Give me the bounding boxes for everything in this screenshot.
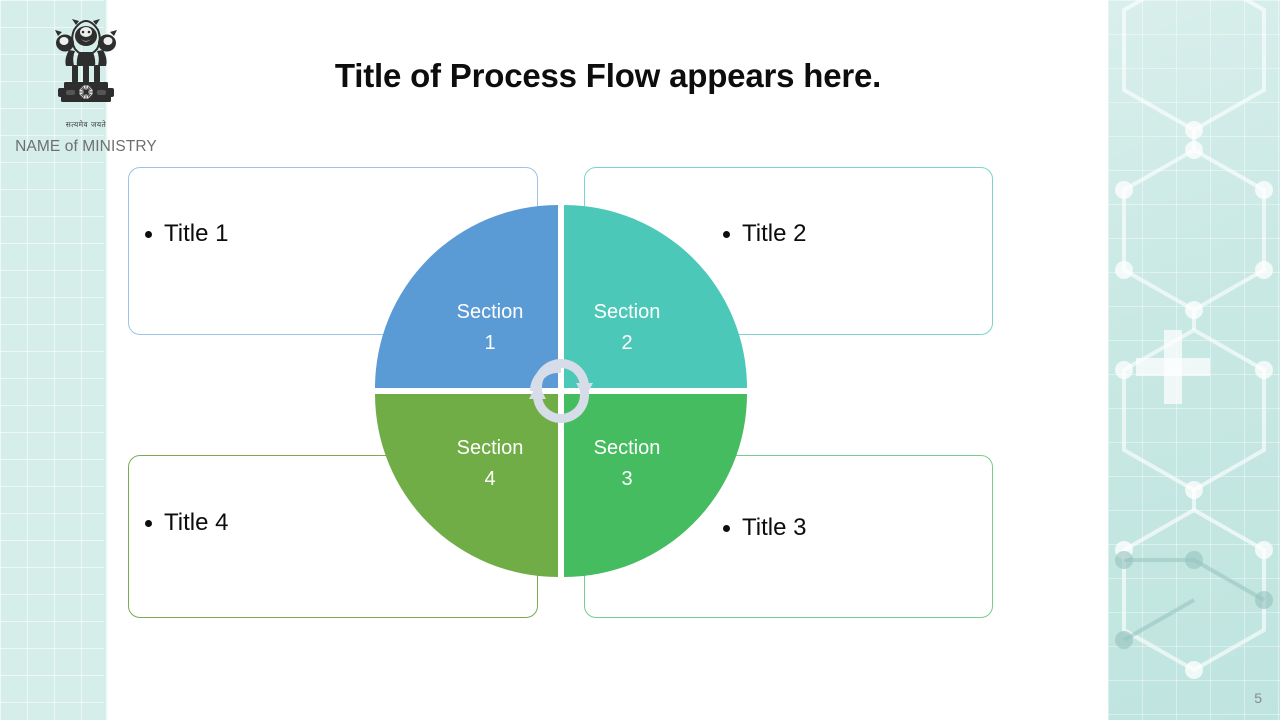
wheel-quadrant-2[interactable] bbox=[564, 205, 747, 388]
callout-bullet-row-4: Title 4 bbox=[145, 509, 228, 537]
cycle-refresh-icon bbox=[529, 359, 593, 423]
wheel-quadrant-4[interactable] bbox=[375, 394, 558, 577]
callout-label-4: Title 4 bbox=[164, 509, 229, 536]
emblem-motto: सत्यमेव जयते bbox=[65, 120, 107, 129]
bullet-dot-icon bbox=[723, 230, 730, 238]
ministry-branding: सत्यमेव जयते NAME of MINISTRY bbox=[0, 10, 172, 156]
medical-cross-icon bbox=[1136, 330, 1210, 404]
hexagon-network-pattern bbox=[1115, 0, 1273, 679]
callout-label-3: Title 3 bbox=[742, 514, 807, 541]
wheel-quadrant-3[interactable] bbox=[564, 394, 747, 577]
right-decorative-panel bbox=[1108, 0, 1280, 720]
callout-label-1: Title 1 bbox=[164, 220, 229, 247]
wheel-quadrant-1[interactable] bbox=[375, 205, 558, 388]
bullet-dot-icon bbox=[145, 230, 152, 238]
process-flow-wheel bbox=[375, 205, 747, 577]
bullet-dot-icon bbox=[723, 524, 730, 532]
callout-label-2: Title 2 bbox=[742, 220, 807, 247]
page-title: Title of Process Flow appears here. bbox=[334, 57, 882, 94]
callout-bullet-row-2: Title 2 bbox=[723, 220, 806, 248]
ministry-name: NAME of MINISTRY bbox=[15, 138, 157, 155]
callout-bullet-row-3: Title 3 bbox=[723, 514, 806, 542]
left-stripe-edge bbox=[104, 0, 108, 720]
bullet-dot-icon bbox=[145, 519, 152, 527]
callout-bullet-row-1: Title 1 bbox=[145, 220, 228, 248]
left-decorative-stripe bbox=[0, 0, 108, 720]
india-state-emblem-icon bbox=[55, 19, 117, 102]
page-number: 5 bbox=[1254, 690, 1262, 706]
